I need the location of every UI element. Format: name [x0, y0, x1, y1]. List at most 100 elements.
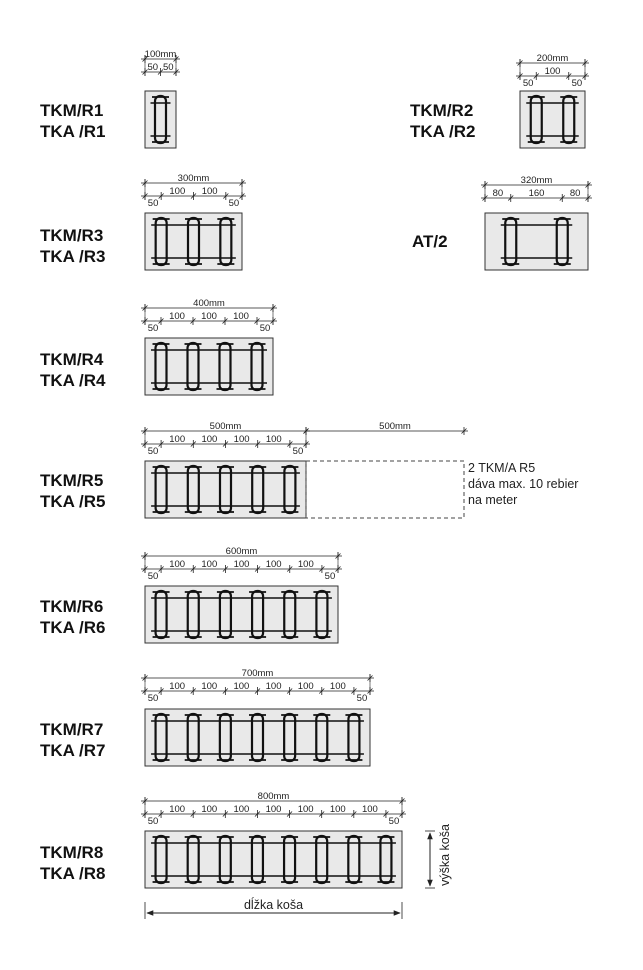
rung-loop — [154, 464, 168, 515]
rung-loop — [186, 341, 200, 392]
dim-seg-label: 50 — [389, 816, 400, 827]
dim-total-label: 320mm — [521, 175, 553, 186]
dim-tick-slash — [223, 193, 229, 199]
rung-loop — [154, 834, 168, 885]
dim-seg-label: 100 — [169, 434, 185, 445]
rung-loop — [315, 712, 329, 763]
rung-loop — [504, 216, 518, 267]
dim-seg-label: 100 — [298, 559, 314, 570]
label-at2: AT/2 — [412, 231, 448, 252]
dim-tick-slash — [319, 566, 325, 572]
dim-tick-slash — [318, 811, 325, 817]
dim-seg-label: 50 — [148, 693, 159, 704]
rung-loop — [555, 216, 569, 267]
dim-seg-label: 100 — [266, 434, 282, 445]
label-r7-tkm: TKM/R7 — [40, 720, 104, 739]
dim-seg-label: 100 — [362, 804, 378, 815]
rung-loop — [347, 834, 361, 885]
label-r5-tka: TKA /R5 — [40, 492, 106, 511]
label-r3: TKM/R3 TKA /R3 — [40, 225, 106, 267]
rung-loop — [250, 341, 264, 392]
dim-tick-slash — [158, 811, 164, 817]
dim-tick-slash — [303, 428, 309, 434]
dim-seg-label: 100 — [169, 804, 185, 815]
rung-loop — [186, 834, 200, 885]
dim-seg-label: 100 — [201, 804, 217, 815]
dim-seg-label: 100 — [201, 681, 217, 692]
rung-loop — [186, 589, 200, 640]
rung-loop — [154, 712, 168, 763]
rung-loop — [283, 464, 297, 515]
label-r4: TKM/R4 TKA /R4 — [40, 349, 106, 391]
dim-seg-label: 100 — [233, 681, 249, 692]
dim-seg-label: 100 — [169, 186, 185, 197]
dim-seg-label: 100 — [201, 311, 217, 322]
dim-seg-label: 100 — [234, 559, 250, 570]
label-r4-tkm: TKM/R4 — [40, 350, 104, 369]
dim-tick-slash — [190, 688, 196, 694]
rung-loop — [154, 216, 168, 267]
extension-note-line-1: 2 TKM/A R5 — [468, 461, 536, 475]
dim-tick-slash — [190, 318, 196, 324]
dim-seg-label: 80 — [493, 188, 504, 199]
dim-tick-slash — [190, 441, 197, 447]
dim-tick-slash — [383, 811, 389, 817]
dim-seg-label: 100 — [234, 434, 250, 445]
label-r4-tka: TKA /R4 — [40, 371, 106, 390]
dim-tick-slash — [319, 688, 325, 694]
basket-r3-body — [144, 212, 243, 271]
dim-tick-slash — [190, 566, 197, 572]
rung-loop — [250, 834, 265, 885]
dim-total-label: 700mm — [242, 668, 274, 679]
dim-tick-slash — [158, 318, 164, 324]
extension-dim-label: 500mm — [379, 421, 411, 432]
r8-overall-dims: dĺžka koša — [144, 830, 435, 919]
dim-seg-label: 50 — [229, 198, 240, 209]
label-r7: TKM/R7 TKA /R7 — [40, 719, 106, 761]
dim-seg-label: 80 — [570, 188, 581, 199]
label-r6-tkm: TKM/R6 — [40, 597, 104, 616]
dim-tick-slash — [190, 193, 197, 199]
dim-seg-label: 100 — [169, 311, 185, 322]
rung-loop — [154, 341, 168, 392]
rung-loop — [529, 94, 543, 145]
rung-loop — [282, 834, 297, 885]
dim-tick-slash — [158, 566, 164, 572]
label-r8-tkm: TKM/R8 — [40, 843, 104, 862]
dim-tick-slash — [190, 811, 196, 817]
dim-tick-slash — [254, 688, 261, 694]
extension-note: 2 TKM/A R5 dáva max. 10 rebier na meter — [468, 460, 578, 508]
dim-seg-label: 50 — [148, 816, 159, 827]
dim-seg-label: 100 — [298, 804, 314, 815]
label-r2-tkm: TKM/R2 — [410, 101, 474, 120]
dim-tick-slash — [254, 566, 261, 572]
dim-tick-slash — [222, 811, 229, 817]
rung-loop — [218, 712, 232, 763]
extension-note-line-3: na meter — [468, 493, 518, 507]
height-label-box: výška koša — [430, 822, 460, 892]
dim-tick-slash — [507, 195, 514, 201]
extension-note-line-2: dáva max. 10 rebier — [468, 477, 579, 491]
dim-tick-slash — [222, 318, 228, 324]
length-label: dĺžka koša — [244, 897, 303, 912]
label-r1-tka: TKA /R1 — [40, 122, 106, 141]
dim-seg-label: 50 — [147, 62, 158, 73]
label-r6: TKM/R6 TKA /R6 — [40, 596, 106, 638]
dim-tick-slash — [222, 441, 229, 447]
dim-seg-label: 100 — [201, 434, 217, 445]
dim-seg-label: 50 — [148, 571, 159, 582]
label-at2-name: AT/2 — [412, 232, 448, 251]
rung-loop — [154, 589, 168, 640]
dim-total-label: 100mm — [145, 49, 177, 60]
rung-loop — [186, 712, 200, 763]
dim-seg-label: 100 — [169, 681, 185, 692]
dim-seg-label: 100 — [266, 681, 282, 692]
dim-total-label: 500mm — [210, 421, 242, 432]
